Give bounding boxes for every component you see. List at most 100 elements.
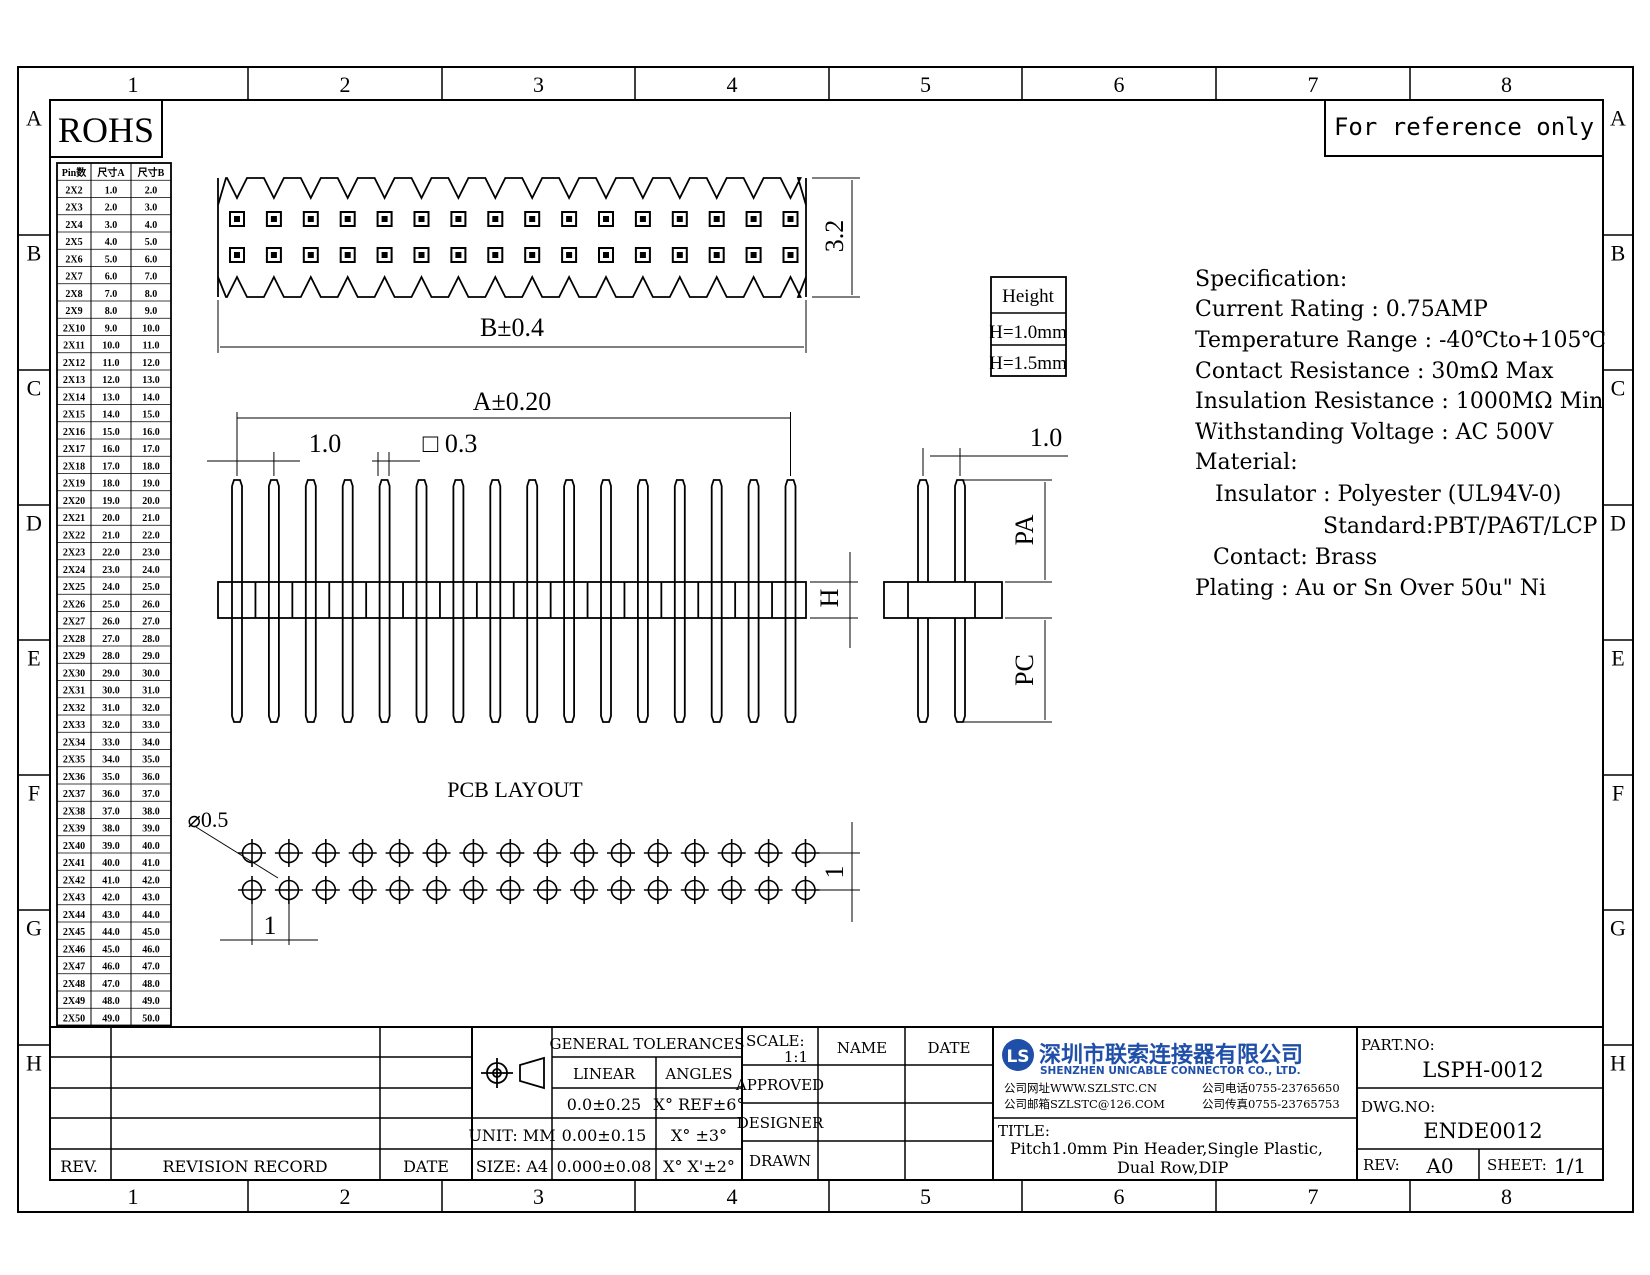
pin-table-cell: 2X16 xyxy=(63,427,85,438)
pin-table-cell: 46.0 xyxy=(102,962,120,973)
pin-table-cell: 2X19 xyxy=(63,479,85,490)
pin-square-inner xyxy=(234,216,240,222)
zone-column-label: 5 xyxy=(920,1184,931,1209)
title-block-text: REV. REVISION RECORD DATE UNIT: MM SIZE:… xyxy=(60,1032,970,1176)
dim-pcb-pitch-y: 1 xyxy=(820,866,849,879)
rev-value: A0 xyxy=(1425,1154,1453,1178)
pin-table-cell: 25.0 xyxy=(142,582,160,593)
pin-table-cell: 14.0 xyxy=(102,410,120,421)
front-pin-lower xyxy=(526,618,539,723)
pin-table-cell: 4.0 xyxy=(145,220,158,231)
pin-table-cell: 7.0 xyxy=(105,289,118,300)
pin-table-cell: 16.0 xyxy=(102,444,120,455)
zone-row-label: H xyxy=(26,1051,42,1076)
pin-table-cell: 18.0 xyxy=(102,479,120,490)
dim-pin-square: □ 0.3 xyxy=(423,429,478,458)
pin-table-cell: 2X9 xyxy=(65,306,82,317)
front-pin-lower xyxy=(268,618,280,723)
pin-square-inner xyxy=(713,252,720,258)
dim-leader xyxy=(195,826,279,879)
pin-square-outer xyxy=(229,211,245,227)
pin-table-cell: 2X31 xyxy=(63,686,85,697)
pin-square-inner xyxy=(307,216,314,222)
top-view-dims: 3.2 B±0.4 xyxy=(480,220,849,342)
pin-table-cell: 28.0 xyxy=(102,651,120,662)
pin-square-outer xyxy=(413,247,430,263)
dim-pcb-pitch-x: 1 xyxy=(264,911,277,940)
front-pin-lower xyxy=(563,618,575,723)
angles-header: ANGLES xyxy=(664,1065,732,1083)
pin-table-cell: 33.0 xyxy=(142,720,160,731)
pin-table-cell: 2X7 xyxy=(65,272,82,283)
pin-table-cell: 42.0 xyxy=(102,893,120,904)
front-pin-lower xyxy=(452,618,465,723)
pin-table-cell: 2.0 xyxy=(105,203,118,214)
front-pin-upper xyxy=(452,479,465,582)
tol-angles: X° X'±2° xyxy=(663,1157,735,1176)
pin-table-cell: 49.0 xyxy=(102,1013,120,1024)
title-line-2: Dual Row,DIP xyxy=(1117,1158,1229,1177)
pin-table-cell: 2X46 xyxy=(63,944,85,955)
front-pin-upper xyxy=(747,479,760,582)
pin-table-cell: 2X35 xyxy=(63,755,85,766)
pin-square-inner xyxy=(381,252,388,258)
pin-table-cell: 18.0 xyxy=(142,461,160,472)
pin-square-inner xyxy=(566,252,573,258)
pin-table-cell: 45.0 xyxy=(102,944,120,955)
pin-square-outer xyxy=(376,211,393,227)
tol-linear: 0.00±0.15 xyxy=(562,1126,647,1145)
pin-table-cell: 2X49 xyxy=(63,996,85,1007)
company-logo: LS 深圳市联索连接器有限公司 SHENZHEN UNICABLE CONNEC… xyxy=(1002,1039,1303,1077)
pin-square-outer xyxy=(708,211,725,227)
company-tel: 公司电话0755-23765650 xyxy=(1202,1081,1340,1095)
reference-note: For reference only xyxy=(1334,113,1594,141)
pin-table-cell: 20.0 xyxy=(142,496,160,507)
pin-square-inner xyxy=(418,252,425,258)
pin-table-cell: 19.0 xyxy=(102,496,120,507)
spec-line: Plating : Au or Sn Over 50u" Ni xyxy=(1195,576,1546,601)
zone-row-label: F xyxy=(1612,781,1624,806)
pin-table-cell: 2X15 xyxy=(63,410,85,421)
scale-label: SCALE: xyxy=(746,1032,805,1050)
top-view xyxy=(217,177,860,353)
pin-square-outer xyxy=(782,211,799,227)
pin-table-cell: 2X4 xyxy=(65,220,82,231)
pin-table-cell: 7.0 xyxy=(145,272,158,283)
front-pin-lower xyxy=(378,618,391,723)
pin-table-cell: 2X12 xyxy=(63,358,85,369)
dwg-no: ENDE0012 xyxy=(1423,1119,1542,1143)
zone-row-label: F xyxy=(28,781,40,806)
pin-table-cell: 11.0 xyxy=(103,358,120,369)
pin-table-cell: 2X26 xyxy=(63,599,85,610)
dim-top-width: B±0.4 xyxy=(480,313,544,342)
pin-square-inner xyxy=(492,252,499,258)
zone-row-label: B xyxy=(1611,241,1626,266)
front-body xyxy=(217,581,807,619)
pin-table-cell: 38.0 xyxy=(102,824,120,835)
pin-square-inner xyxy=(381,216,388,222)
pin-square-outer xyxy=(561,211,578,227)
pin-square-inner xyxy=(529,216,536,222)
pin-table-cell: 2X10 xyxy=(63,323,85,334)
pin-table-cell: 3.0 xyxy=(105,220,118,231)
top-view-top-edge xyxy=(217,177,807,206)
spec-title: Specification: xyxy=(1195,267,1347,292)
pin-square-inner xyxy=(603,252,609,258)
pin-square-outer xyxy=(671,247,688,263)
side-body xyxy=(883,581,1003,619)
front-pin-upper xyxy=(268,479,280,582)
pin-square-outer xyxy=(487,211,504,227)
pin-table-cell: 2X30 xyxy=(63,668,85,679)
front-pin-lower xyxy=(784,618,797,723)
pin-table-cell: 44.0 xyxy=(142,910,160,921)
part-no-label: PART.NO: xyxy=(1361,1036,1435,1054)
rev-label: REV: xyxy=(1363,1156,1400,1174)
pin-table-cell: 34.0 xyxy=(102,755,120,766)
date-header-2: DATE xyxy=(928,1039,971,1057)
front-pin-upper xyxy=(378,479,391,582)
part-no: LSPH-0012 xyxy=(1422,1058,1543,1082)
pin-table-cell: 21.0 xyxy=(142,513,160,524)
pin-table-cell: 2X3 xyxy=(65,203,82,214)
pin-square-inner xyxy=(270,216,277,222)
